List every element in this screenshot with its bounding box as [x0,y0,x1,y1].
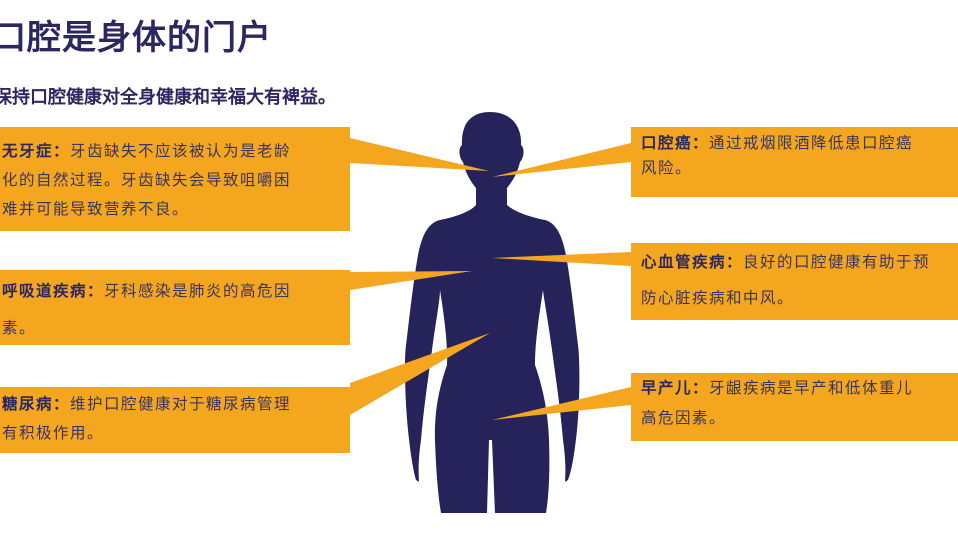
callout-heading: 早产儿： [641,379,710,397]
callout-pointer [350,138,489,171]
callout-heading: 糖尿病： [2,395,71,413]
callout-heading: 心血管疾病： [641,253,744,271]
callout-text: 化的自然过程。牙齿缺失会导致咀嚼困 [2,171,292,189]
page-title: 口腔是身体的门户 [0,18,272,58]
callout-heading: 无牙症： [2,142,71,160]
human-silhouette [404,112,580,513]
callout-text: 牙齿缺失不应该被认为是老龄 [70,142,292,160]
callout-pointer [350,333,490,415]
callout-text: 通过戒烟限酒降低患口腔癌 [709,134,914,152]
callout-diabetes: 糖尿病：维护口腔健康对于糖尿病管理 有积极作用。 [0,387,350,453]
callout-heading: 呼吸道疾病： [2,282,105,300]
callout-pointer [492,143,631,177]
page-subtitle: 保持口腔健康对全身健康和幸福大有裨益。 [0,87,336,108]
callout-text: 良好的口腔健康有助于预 [743,253,931,271]
callout-cardiovascular: 心血管疾病：良好的口腔健康有助于预 防心脏疾病和中风。 [631,243,958,320]
callout-text: 防心脏疾病和中风。 [641,289,795,307]
callout-pointer [350,271,472,290]
callout-text: 有积极作用。 [2,424,105,442]
callout-text: 素。 [2,319,37,337]
callout-text: 维护口腔健康对于糖尿病管理 [70,395,292,413]
callout-heading: 口腔癌： [641,134,710,152]
callout-text: 牙科感染是肺炎的高危因 [104,282,292,300]
callout-text: 难并可能导致营养不良。 [2,200,190,218]
callout-pointer [492,252,631,266]
callout-oral-cancer: 口腔癌：通过戒烟限酒降低患口腔癌 风险。 [631,127,958,197]
callout-text: 牙龈疾病是早产和低体重儿 [709,379,914,397]
callout-anodontia: 无牙症：牙齿缺失不应该被认为是老龄 化的自然过程。牙齿缺失会导致咀嚼困 难并可能… [0,127,350,231]
callout-premature-birth: 早产儿：牙龈疾病是早产和低体重儿 高危因素。 [631,373,958,441]
callout-pointer [492,387,631,420]
callout-text: 风险。 [641,159,693,177]
callout-text: 高危因素。 [641,409,727,427]
callout-respiratory: 呼吸道疾病：牙科感染是肺炎的高危因 素。 [0,270,350,345]
